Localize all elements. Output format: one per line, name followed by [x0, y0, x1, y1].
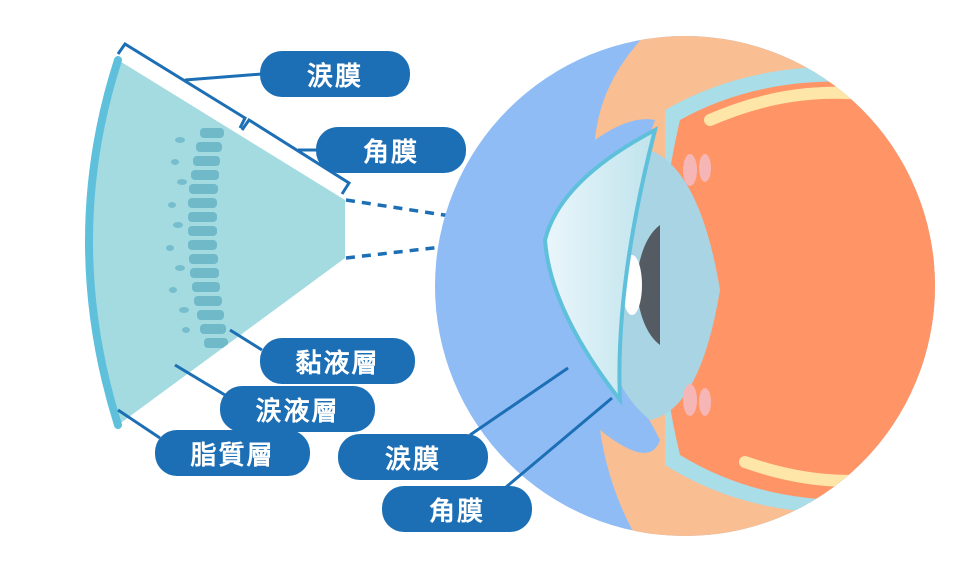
mucin-cells [188, 128, 228, 348]
lipid-edge [85, 56, 122, 429]
cornea [542, 126, 659, 407]
label-tear-film-top: 涙膜 [260, 51, 410, 97]
cornea-leader-bottom [504, 396, 613, 490]
label-mucin-layer: 黏液層 [260, 338, 415, 384]
label-cornea-bottom: 角膜 [382, 486, 532, 532]
leader-lines [116, 41, 556, 440]
aqueous-leader [174, 363, 231, 400]
tear-film-bracket [116, 41, 247, 129]
label-tear-film-bottom: 涙膜 [338, 434, 488, 480]
label-lipid-layer: 脂質層 [155, 430, 310, 476]
mucin-leader [229, 328, 263, 352]
iris [636, 225, 660, 345]
ciliary [683, 154, 711, 416]
tear-film-leader [184, 72, 263, 82]
label-cornea-top: 角膜 [316, 127, 466, 173]
eye-cross-section [435, 36, 935, 536]
cornea-section [89, 60, 345, 425]
tear-film-leader-bottom [469, 366, 569, 437]
aqueous-droplets [166, 137, 190, 333]
lipid-leader [117, 408, 161, 440]
magnified-section [85, 56, 345, 429]
eyeball [660, 81, 935, 501]
label-aqueous-layer: 涙液層 [220, 386, 375, 432]
dashed-bottom [345, 232, 556, 260]
